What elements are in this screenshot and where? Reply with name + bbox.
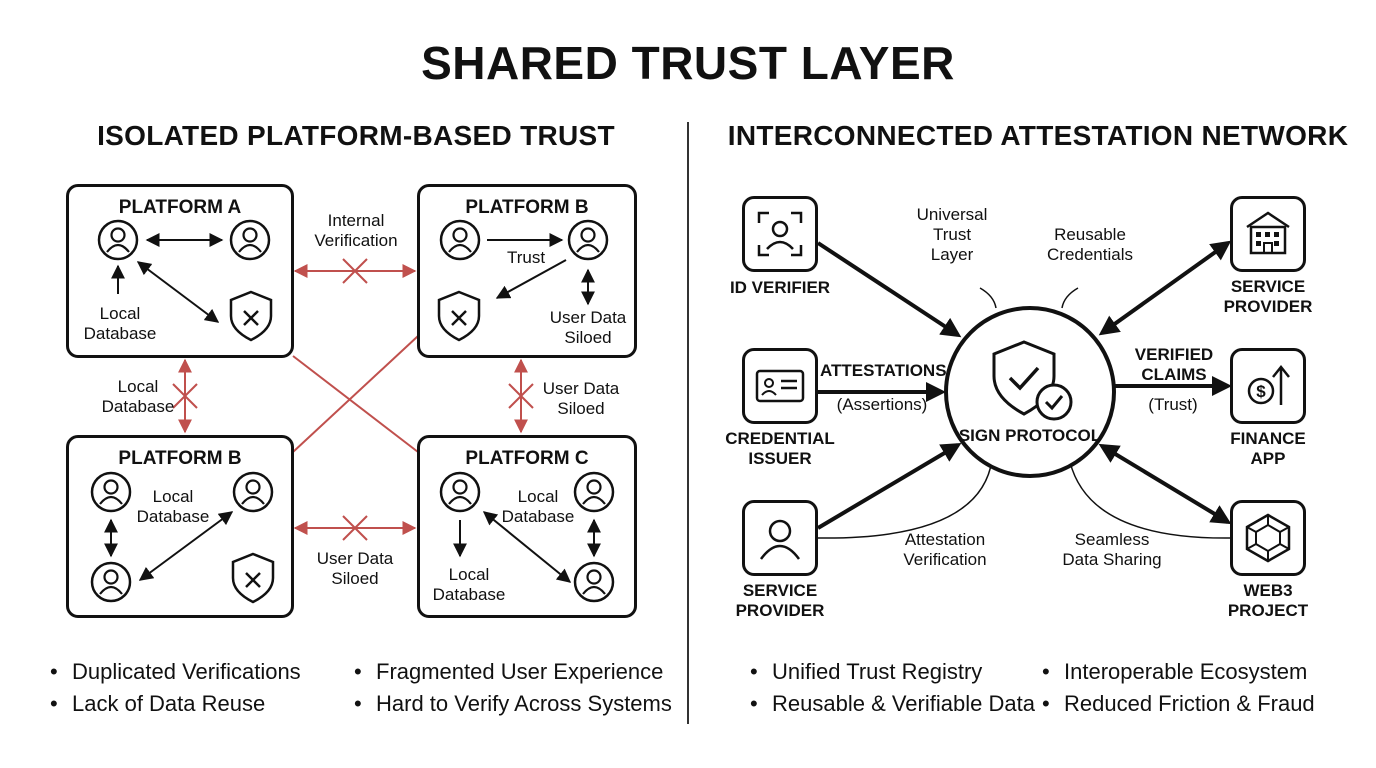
- platform-c-title: PLATFORM C: [465, 448, 589, 469]
- platform-a-box: PLATFORM A: [66, 184, 294, 358]
- bullet-item: Fragmented User Experience: [354, 656, 672, 688]
- pointer-universal: [979, 287, 997, 309]
- label-local-database-between: Local Database: [101, 377, 175, 416]
- label-seamless-data-sharing: Seamless Data Sharing: [1062, 530, 1162, 569]
- web3-project-node: [1230, 500, 1306, 576]
- id-verifier-label: ID VERIFIER: [729, 278, 831, 297]
- label-assertions: (Assertions): [836, 395, 928, 414]
- service-provider-right-node: [1230, 196, 1306, 272]
- bullet-item: Hard to Verify Across Systems: [354, 688, 672, 720]
- platform-b-top-title: PLATFORM B: [465, 197, 589, 218]
- sign-protocol-hub: SIGN PROTOCOL: [944, 306, 1116, 478]
- label-trust: Trust: [506, 248, 546, 267]
- id-card-icon: [755, 369, 805, 403]
- bullet-item: Unified Trust Registry: [750, 656, 1035, 688]
- svg-text:$: $: [1256, 382, 1266, 401]
- diagonal-a-c: [292, 355, 419, 453]
- right-bullets-col2: Interoperable Ecosystem Reduced Friction…: [1042, 656, 1315, 720]
- edge-idverifier-hub: [816, 241, 962, 338]
- dollar-growth-icon: $: [1247, 364, 1290, 405]
- diagonal-b-b2: [292, 335, 419, 453]
- label-verified-claims: VERIFIED CLAIMS: [1134, 345, 1214, 384]
- label-local-database-b2: Local Database: [136, 487, 210, 526]
- label-internal-verification: Internal Verification: [300, 211, 412, 251]
- bullet-item: Duplicated Verifications: [50, 656, 301, 688]
- user-icon: [90, 471, 132, 513]
- user-icon: [439, 219, 481, 261]
- person-icon: [759, 519, 801, 560]
- left-bullets-col2: Fragmented User Experience Hard to Verif…: [354, 656, 672, 720]
- user-icon: [439, 471, 481, 513]
- platform-b-bottom-title: PLATFORM B: [118, 448, 242, 469]
- curve-attestation-verification: [817, 459, 993, 539]
- service-provider-left-node: [742, 500, 818, 576]
- curve-seamless-data: [1069, 461, 1233, 539]
- right-bullets-col1: Unified Trust Registry Reusable & Verifi…: [750, 656, 1035, 720]
- face-scan-icon: [757, 211, 803, 257]
- label-attestation-verification: Attestation Verification: [903, 530, 987, 569]
- label-local-database-c-top: Local Database: [501, 487, 575, 526]
- section-divider: [687, 122, 689, 724]
- edge-hub-web3: [1098, 443, 1232, 525]
- shield-x-icon: [231, 552, 275, 604]
- bullet-item: Lack of Data Reuse: [50, 688, 301, 720]
- building-icon: [1246, 211, 1290, 255]
- cube-icon: [1245, 513, 1291, 563]
- label-local-database-c-bottom: Local Database: [432, 565, 506, 604]
- credential-issuer-label: CREDENTIAL ISSUER: [725, 429, 835, 468]
- conflict-lines: [172, 258, 534, 541]
- left-bullets-col1: Duplicated Verifications Lack of Data Re…: [50, 656, 301, 720]
- label-user-data-siloed-right: User Data Siloed: [542, 379, 620, 418]
- label-reusable-credentials: Reusable Credentials: [1047, 225, 1133, 264]
- finance-app-label: FINANCE APP: [1230, 429, 1306, 468]
- bullet-item: Reusable & Verifiable Data: [750, 688, 1035, 720]
- user-icon: [229, 219, 271, 261]
- label-user-data-siloed-bottom: User Data Siloed: [306, 549, 404, 589]
- platform-b-bottom-box: PLATFORM B: [66, 435, 294, 618]
- platform-c-box: PLATFORM C: [417, 435, 637, 618]
- user-icon: [567, 219, 609, 261]
- cross-mark: [508, 383, 534, 409]
- right-section-heading: INTERCONNECTED ATTESTATION NETWORK: [727, 120, 1349, 151]
- service-provider-right-label: SERVICE PROVIDER: [1223, 277, 1313, 316]
- web3-project-label: WEB3 PROJECT: [1227, 581, 1309, 620]
- user-icon: [232, 471, 274, 513]
- user-icon: [97, 219, 139, 261]
- pointer-reusable: [1061, 287, 1079, 309]
- label-attestations: ATTESTATIONS: [820, 361, 947, 380]
- bullet-item: Interoperable Ecosystem: [1042, 656, 1315, 688]
- credential-issuer-node: [742, 348, 818, 424]
- service-provider-left-label: SERVICE PROVIDER: [735, 581, 825, 620]
- label-local-database-a: Local Database: [83, 304, 157, 343]
- page-title: SHARED TRUST LAYER: [421, 37, 955, 89]
- label-user-data-siloed-b: User Data Siloed: [549, 308, 627, 347]
- platform-a-title: PLATFORM A: [118, 197, 242, 218]
- finance-app-node: $: [1230, 348, 1306, 424]
- user-icon: [573, 561, 615, 603]
- user-icon: [90, 561, 132, 603]
- label-universal-trust-layer: Universal Trust Layer: [916, 205, 988, 264]
- hub-label: SIGN PROTOCOL: [958, 426, 1102, 445]
- id-verifier-node: [742, 196, 818, 272]
- shield-x-icon: [229, 290, 273, 342]
- platform-b-top-box: PLATFORM B: [417, 184, 637, 358]
- edge-hub-service: [1098, 240, 1232, 336]
- cross-mark: [172, 383, 198, 409]
- label-trust-right: (Trust): [1148, 395, 1198, 414]
- cross-mark: [342, 258, 368, 284]
- shield-check-icon: [992, 340, 1073, 421]
- shield-x-icon: [437, 290, 481, 342]
- edge-provider-hub: [816, 442, 962, 530]
- left-section-heading: ISOLATED PLATFORM-BASED TRUST: [97, 120, 615, 151]
- bullet-item: Reduced Friction & Fraud: [1042, 688, 1315, 720]
- user-icon: [573, 471, 615, 513]
- cross-mark: [342, 515, 368, 541]
